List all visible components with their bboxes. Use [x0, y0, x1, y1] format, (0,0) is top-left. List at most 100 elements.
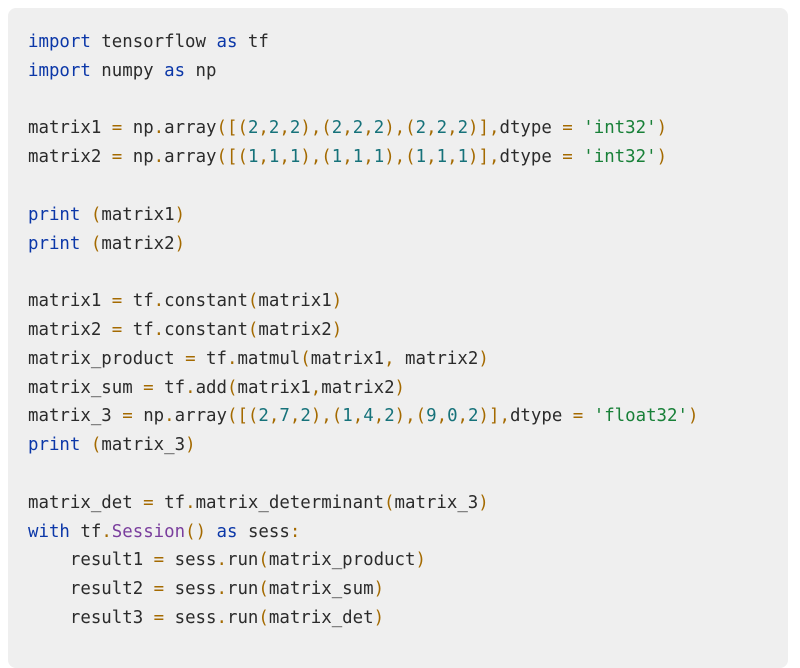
code-operator: = — [122, 406, 133, 427]
code-operator: ) — [331, 319, 343, 340]
code-line: matrix_product = tf.matmul(matrix1, matr… — [28, 345, 698, 374]
code-operator: . — [216, 550, 227, 571]
code-operator: ),( — [300, 147, 332, 168]
code-operator: , — [258, 147, 269, 168]
code-text: array — [164, 147, 217, 168]
code-operator: ( — [258, 607, 269, 628]
code-text: np — [122, 118, 154, 139]
code-line: matrix2 = np.array([(1,1,1),(1,1,1),(1,1… — [28, 143, 698, 172]
code-keyword: import — [28, 32, 91, 52]
code-text: matrix2 — [394, 348, 479, 369]
code-operator: , — [373, 406, 385, 427]
code-number: 0 — [447, 406, 458, 427]
code-text: matrix2 — [28, 319, 112, 340]
code-number: 1 — [373, 147, 385, 168]
code-line: matrix1 = tf.constant(matrix1) — [28, 287, 698, 316]
code-text: dtype — [509, 406, 573, 427]
code-string: 'float32' — [593, 406, 688, 427]
code-text: array — [174, 406, 227, 427]
code-operator: ( — [247, 319, 259, 340]
code-number: 1 — [352, 147, 364, 168]
code-number: 2 — [331, 118, 343, 139]
code-line: matrix_sum = tf.add(matrix1,matrix2) — [28, 374, 698, 403]
code-text: np — [122, 147, 154, 168]
code-number: 2 — [415, 118, 427, 139]
code-keyword: as — [216, 32, 238, 52]
code-text — [583, 406, 593, 426]
code-operator: ) — [415, 550, 426, 571]
code-operator: , — [363, 147, 374, 168]
code-text: matrix1 — [28, 291, 112, 312]
code-text: dtype — [499, 147, 563, 168]
code-number: 1 — [436, 147, 448, 168]
code-operator: ) — [656, 147, 668, 168]
code-operator: ) — [331, 291, 343, 312]
code-operator: ) — [478, 348, 489, 369]
code-operator: ( — [258, 550, 269, 571]
code-text — [80, 205, 90, 225]
code-text: result3 — [28, 607, 154, 628]
code-number: 2 — [289, 118, 301, 139]
code-number: 9 — [426, 406, 437, 427]
code-line: result3 = sess.run(matrix_det) — [28, 604, 698, 633]
code-text: matrix1 — [237, 377, 311, 398]
code-number: 1 — [331, 147, 343, 168]
code-text: constant — [164, 291, 248, 312]
code-line: matrix_det = tf.matrix_determinant(matri… — [28, 489, 698, 518]
code-operator: : — [289, 521, 301, 542]
code-operator: , — [279, 118, 290, 139]
code-string: 'int32' — [583, 147, 657, 168]
code-operator: , — [447, 118, 458, 139]
code-operator: ([( — [216, 118, 248, 139]
code-text — [573, 118, 583, 138]
code-operator: , — [258, 118, 269, 139]
code-text: constant — [164, 319, 248, 340]
code-text: result2 — [28, 579, 154, 600]
code-operator: . — [164, 406, 175, 427]
code-operator: ) — [174, 204, 186, 225]
code-operator: = — [111, 147, 123, 168]
code-text: sess — [164, 607, 217, 628]
code-text: matrix_det — [28, 492, 144, 513]
code-keyword: print — [28, 233, 81, 254]
code-text: matrix_sum — [268, 579, 374, 600]
code-text: np — [185, 60, 217, 81]
code-operator: ([( — [216, 147, 248, 168]
code-text: np — [132, 406, 165, 427]
code-keyword: with — [28, 521, 70, 542]
code-text: matmul — [237, 348, 301, 369]
code-text: tensorflow — [90, 32, 217, 52]
code-operator: , — [426, 118, 437, 139]
code-operator: . — [216, 579, 227, 600]
code-operator: , — [457, 406, 469, 427]
code-operator: , — [342, 118, 353, 139]
code-operator: . — [153, 147, 165, 168]
code-operator: = — [143, 377, 154, 398]
code-text: matrix_3 — [28, 406, 123, 427]
code-operator: ( — [90, 233, 102, 254]
code-text: dtype — [499, 118, 563, 139]
code-number: 2 — [468, 406, 479, 427]
code-text: numpy — [90, 60, 165, 81]
code-operator: = — [185, 348, 196, 369]
code-operator: , — [363, 118, 374, 139]
code-operator: ( — [90, 435, 102, 456]
code-text: matrix_3 — [101, 435, 186, 456]
code-text: matrix2 — [258, 319, 332, 340]
code-number: 4 — [363, 406, 374, 427]
code-operator: ),( — [384, 118, 416, 139]
code-text: tf — [195, 348, 227, 369]
code-number: 1 — [247, 147, 259, 168]
code-number: 1 — [289, 147, 301, 168]
code-operator: ) — [373, 607, 385, 628]
code-operator: ( — [384, 492, 395, 513]
code-operator: , — [384, 348, 395, 369]
code-operator: ),( — [384, 147, 416, 168]
code-text: sess — [237, 521, 290, 542]
code-operator: . — [185, 492, 196, 513]
code-text: run — [226, 550, 259, 571]
code-line: matrix_3 = np.array([(2,7,2),(1,4,2),(9,… — [28, 402, 698, 431]
code-operator: . — [153, 291, 165, 312]
code-keyword: as — [216, 521, 238, 542]
